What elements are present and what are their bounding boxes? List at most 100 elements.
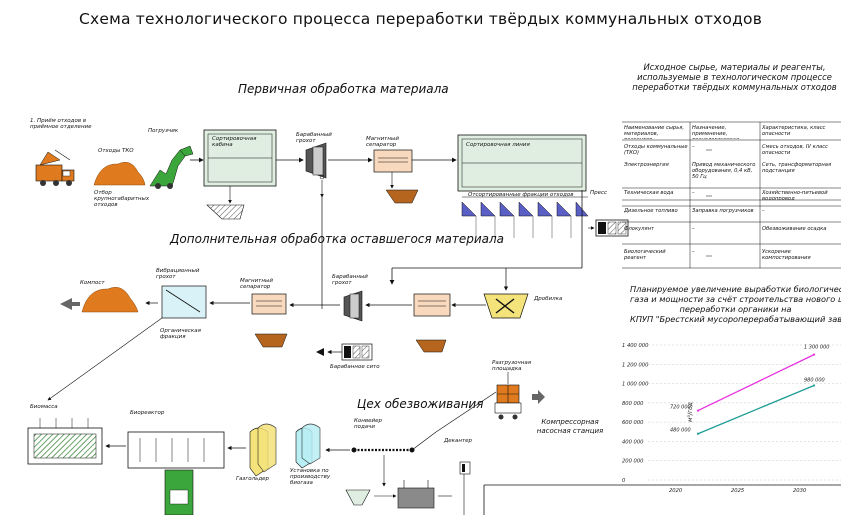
side-heading-line-2: используемые в технологическом процессе — [637, 72, 832, 82]
press-icon — [595, 219, 629, 237]
compost-label: Компост — [80, 280, 105, 286]
table-cell: Биологический реагент — [624, 249, 666, 261]
chart-heading-line-3: переработки органики на — [679, 304, 792, 314]
bio-unit-label: Установка по производству биогаза — [290, 468, 331, 486]
crusher-label: Дробилка — [534, 296, 563, 302]
bio-mass-label: Биомасса — [30, 404, 58, 410]
y-axis-label: м³/год — [687, 402, 694, 422]
bins-label: Отсортированные фракции отходов — [468, 192, 574, 198]
y-tick-label: 1 200 000 — [622, 362, 649, 368]
diagram-title: Схема технологического процесса перерабо… — [78, 10, 763, 28]
table-cell: Сеть, трансформаторная подстанция — [762, 162, 832, 174]
drum2-label: Барабанный грохот — [332, 274, 368, 286]
y-tick-label: 600 000 — [622, 420, 644, 426]
table-cell: Заправка погрузчиков — [692, 208, 754, 214]
x-tick-label: 2030 — [793, 488, 807, 494]
bioreactor — [127, 431, 225, 469]
sieve-label: Барабанное сито — [330, 364, 380, 370]
table-header-1: Наименование сырья, материалов, реагенто… — [624, 125, 685, 139]
table-header-2: Назначение, применение, технологическая … — [692, 125, 739, 139]
series-line-1 — [697, 354, 815, 412]
screen-label: Вибрационный грохот — [156, 268, 200, 280]
magnet2-label: Магнитный сепаратор — [240, 278, 273, 290]
crusher-icon — [483, 293, 529, 319]
table-cell: Привод механического оборудования, 0,4 к… — [692, 162, 756, 180]
data-label: 980 000 — [804, 378, 825, 384]
pump-icon — [494, 372, 522, 420]
table-cell: Хозяйственно-питьевой водопровод — [762, 190, 828, 200]
data-label: 1 300 000 — [804, 345, 829, 351]
side-heading-line-1: Исходное сырье, материалы и реагенты, — [643, 62, 826, 72]
table-header-3: Характеристика, класс опасности — [762, 125, 826, 137]
loader-icon — [149, 145, 194, 189]
data-point — [696, 409, 700, 412]
data-label: 480 000 — [670, 428, 691, 434]
table-cell: – — [692, 190, 695, 196]
bioreactor-label: Биореактор — [130, 410, 165, 416]
loader-label: Погрузчик — [148, 128, 179, 134]
sorted-fraction-bins — [461, 196, 589, 238]
truck-label: 1. Приём отходов в приёмное отделение — [30, 118, 92, 130]
series-line-2 — [697, 384, 815, 435]
organics-label: Органическая фракция — [160, 328, 201, 340]
table-cell: – — [762, 208, 765, 214]
section-additional-label: Дополнительная обработка оставшегося мат… — [170, 232, 504, 246]
data-label: 720 000 — [670, 405, 691, 411]
gas-holder-yellow — [249, 423, 277, 477]
truck-icon — [35, 149, 75, 186]
press-2-icon — [316, 343, 373, 361]
y-tick-label: 200 000 — [622, 459, 644, 465]
magnet-label: Магнитный сепаратор — [366, 136, 399, 148]
sorting-line-box — [457, 134, 587, 192]
sort-box1-label: Сортировочная кабина — [212, 136, 257, 148]
table-cell: – — [692, 144, 695, 150]
table-cell: Техническая вода — [624, 190, 674, 196]
chart-gridlines — [648, 344, 841, 481]
y-tick-label: 800 000 — [622, 401, 644, 407]
conveyor-icon — [351, 447, 415, 453]
y-tick-label: 0 — [622, 478, 626, 484]
sort-line-label: Сортировочная линия — [466, 142, 530, 148]
chart-heading-line-2: газа и мощности за счёт строительства но… — [630, 294, 841, 304]
chart-heading-line-1: Планируемое увеличение выработки биологи… — [630, 284, 841, 294]
table-cell: Флокулянт — [624, 226, 655, 232]
table-cell: – — [692, 249, 695, 255]
dewatering-conveyor-label: Конвейер подачи — [354, 418, 382, 430]
gas-holder-label: Газгольдер — [236, 476, 270, 482]
pump-station-label: Компрессорная насосная станция — [536, 418, 604, 435]
magnet-icon — [373, 149, 413, 173]
table-cell: Дизельное топливо — [624, 208, 678, 214]
chart-heading-line-4: КПУП "Брестский мусороперерабатывающий з… — [630, 314, 841, 324]
x-tick-label: 2020 — [669, 488, 683, 494]
sort-note-label: Отбор крупногабаритных отходов — [94, 190, 150, 208]
section-primary-label: Первичная обработка материала — [238, 82, 449, 96]
drum-screen-icon — [305, 142, 327, 180]
compost-pile-icon — [81, 287, 139, 313]
pile-label: Отходы ТКО — [98, 148, 134, 154]
y-tick-label: 400 000 — [622, 439, 644, 445]
side-panel-heading: Исходное сырье, материалы и реагенты, ис… — [628, 62, 841, 92]
reagents-table-grid — [622, 121, 841, 269]
y-tick-label: 1 000 000 — [622, 382, 649, 388]
magnet-2 — [251, 293, 287, 315]
table-cell: – — [692, 226, 695, 232]
data-point — [812, 353, 816, 356]
table-cell: Электроэнергия — [624, 162, 669, 168]
section-dewatering-label: Цех обезвоживания — [357, 397, 484, 411]
drum-screen-2-icon — [343, 290, 363, 322]
gas-holder-cyan — [295, 423, 321, 469]
data-point — [812, 384, 816, 387]
unloader-label: Разгрузочная площадка — [492, 360, 532, 372]
waste-pile-icon — [93, 162, 146, 186]
sorting-cabin-1 — [203, 129, 277, 187]
chart-heading: Планируемое увеличение выработки биологи… — [630, 284, 841, 324]
bio-tank — [27, 418, 103, 465]
table-cell: Отходы коммунальные (ТКО) — [624, 144, 688, 156]
table-cell: Ускорение компостирования — [762, 249, 811, 261]
side-heading-line-3: переработки твёрдых коммунальных отходов — [632, 82, 837, 92]
x-tick-label: 2025 — [731, 488, 745, 494]
press-label: Пресс — [590, 190, 608, 196]
